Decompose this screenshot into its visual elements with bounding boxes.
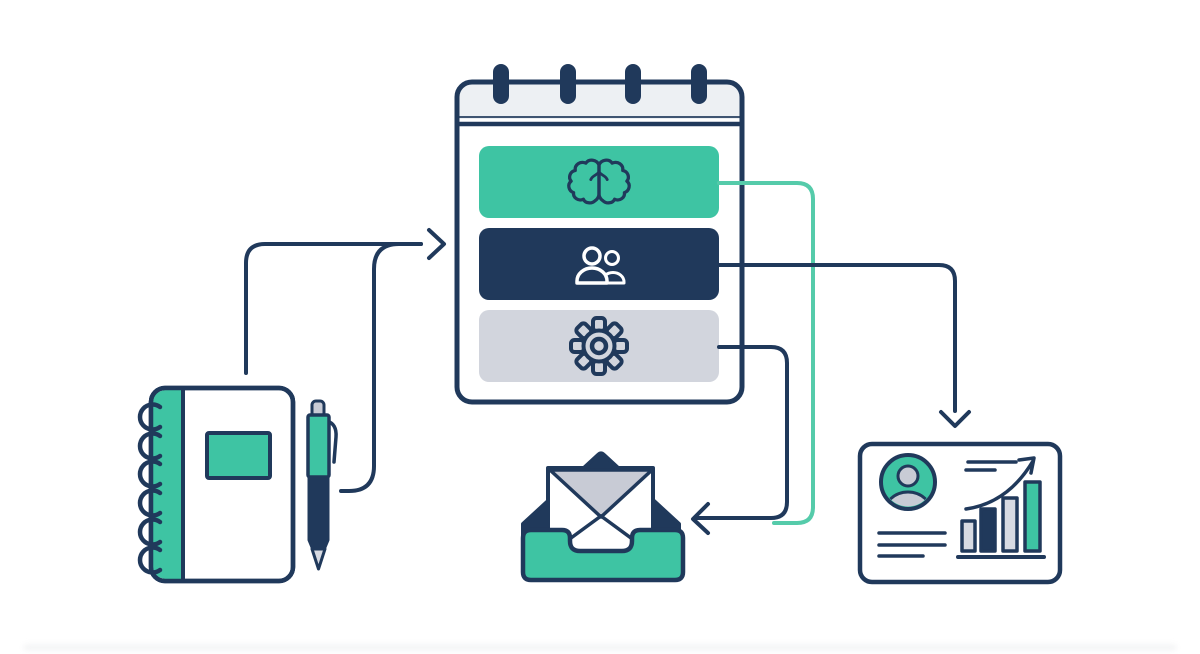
binder-tab bbox=[560, 64, 576, 104]
arrowhead-down-icon bbox=[939, 410, 971, 428]
notebook-spiral-rings bbox=[137, 402, 163, 575]
connector-brain-to-envelope bbox=[717, 181, 815, 525]
arrowhead-right-icon bbox=[427, 228, 446, 260]
connector-pen-to-calendar bbox=[339, 242, 423, 493]
gear-icon bbox=[569, 316, 629, 376]
binder-tab bbox=[691, 64, 707, 104]
trend-arrowhead-icon bbox=[1017, 456, 1036, 475]
connector-team-to-card bbox=[717, 263, 957, 413]
bar-4 bbox=[1023, 480, 1042, 553]
calendar-border bbox=[454, 79, 745, 405]
connectors bbox=[244, 181, 971, 535]
team-icon bbox=[575, 246, 626, 285]
pen bbox=[306, 399, 338, 571]
bar-3 bbox=[1001, 496, 1019, 553]
binder-tab bbox=[493, 64, 509, 104]
notebook-cover-label bbox=[205, 431, 272, 480]
bar-1 bbox=[960, 519, 977, 553]
binder-tab bbox=[625, 64, 641, 104]
connector-notebook-to-calendar bbox=[244, 242, 423, 375]
calendar-binder-tabs bbox=[493, 64, 707, 104]
bar-2 bbox=[979, 507, 997, 553]
user-avatar bbox=[879, 453, 937, 511]
calendar-header bbox=[457, 82, 742, 119]
calendar bbox=[454, 64, 745, 405]
envelope bbox=[520, 451, 686, 583]
bar-chart bbox=[956, 480, 1046, 559]
notebook bbox=[137, 385, 296, 584]
envelope-flap bbox=[548, 468, 654, 519]
bottom-artifact-smudge bbox=[24, 645, 1176, 650]
report-card bbox=[857, 441, 1063, 585]
brain-icon bbox=[567, 158, 631, 205]
envelope-tray bbox=[520, 527, 686, 583]
calendar-row-team bbox=[479, 228, 719, 300]
pen-barrel-upper bbox=[306, 413, 331, 479]
trend-curve bbox=[964, 459, 1035, 511]
avatar-head bbox=[896, 464, 920, 488]
pen-tip bbox=[310, 547, 327, 571]
connector-gear-to-envelope bbox=[694, 345, 789, 520]
pen-barrel-lower bbox=[307, 475, 330, 554]
arrowhead-left-icon bbox=[691, 502, 710, 535]
